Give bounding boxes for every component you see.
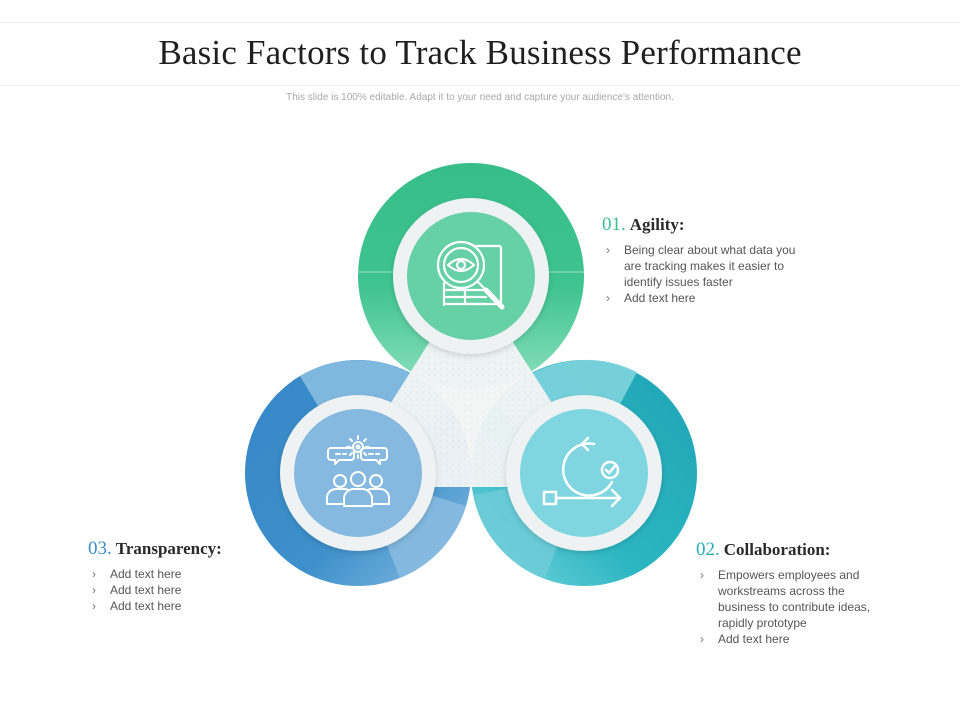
factor-agility-title: 01.Agility: [602, 214, 802, 236]
factor-collaboration-bullets: Empowers employees and workstreams acros… [696, 567, 886, 647]
factor-label: Transparency: [115, 539, 222, 558]
factor-label: Agility: [629, 215, 685, 234]
cycle-process-icon [542, 436, 622, 508]
page-subtitle: This slide is 100% editable. Adapt it to… [286, 92, 674, 103]
bullet-item: Add text here [88, 582, 268, 598]
factor-transparency: 03.Transparency: Add text here Add text … [88, 538, 268, 614]
bullet-item: Add text here [88, 566, 268, 582]
factor-collaboration: 02.Collaboration: Empowers employees and… [696, 539, 886, 647]
factor-number: 03. [88, 538, 112, 559]
page-title: Basic Factors to Track Business Performa… [158, 33, 802, 72]
bullet-item: Add text here [88, 598, 268, 614]
factor-agility-bullets: Being clear about what data you are trac… [602, 242, 802, 306]
factor-agility: 01.Agility: Being clear about what data … [602, 214, 802, 306]
document-search-eye-icon [436, 240, 505, 310]
factor-number: 01. [602, 214, 626, 235]
bullet-item: Empowers employees and workstreams acros… [696, 567, 886, 631]
bullet-item: Add text here [696, 631, 886, 647]
bullet-item: Add text here [602, 290, 802, 306]
factor-transparency-title: 03.Transparency: [88, 538, 268, 560]
bullet-item: Being clear about what data you are trac… [602, 242, 802, 290]
team-discussion-icon [326, 435, 390, 507]
factor-transparency-bullets: Add text here Add text here Add text her… [88, 566, 268, 614]
center-collaboration [506, 395, 662, 551]
factor-label: Collaboration: [723, 540, 831, 559]
factor-collaboration-title: 02.Collaboration: [696, 539, 886, 561]
factor-number: 02. [696, 539, 720, 560]
title-band [0, 22, 960, 86]
